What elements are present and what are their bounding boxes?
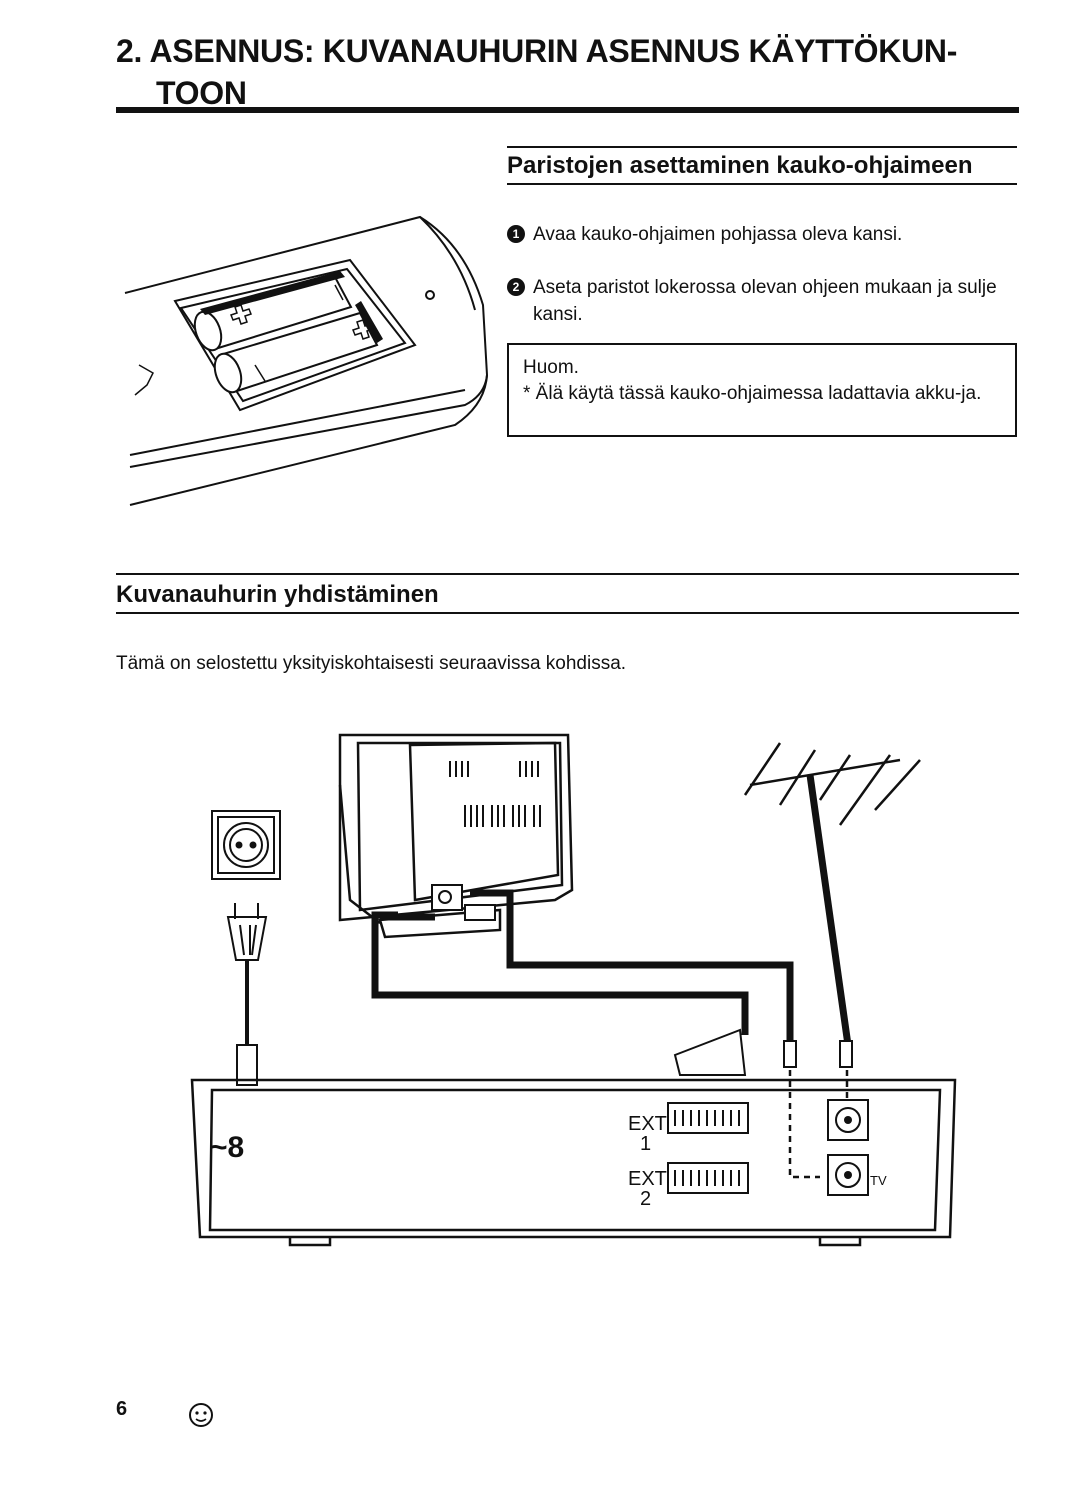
step-2: 2 Aseta paristot lokerossa olevan ohjeen… bbox=[507, 274, 1023, 328]
tv-output-label: TV bbox=[870, 1173, 887, 1188]
title-rule bbox=[116, 107, 1019, 113]
ext2-label: EXT bbox=[628, 1168, 667, 1190]
section-rule-top bbox=[116, 573, 1019, 575]
smiley-face-icon bbox=[189, 1403, 213, 1427]
vcr-tv-antenna-connection-diagram: EXT 1 EXT 2 TV ~8 bbox=[190, 733, 957, 1247]
step-1-text: Avaa kauko-ohjaimen pohjassa oleva kansi… bbox=[533, 224, 903, 245]
remote-battery-compartment-illustration bbox=[124, 215, 489, 506]
ext2-number: 2 bbox=[640, 1188, 651, 1210]
step-number-badge: 2 bbox=[507, 278, 525, 296]
step-number-badge: 1 bbox=[507, 225, 525, 243]
page-number: 6 bbox=[116, 1398, 128, 1420]
mains-input-label: ~8 bbox=[210, 1131, 244, 1164]
section-rule-bottom bbox=[507, 183, 1017, 185]
step-2-text: Aseta paristot lokerossa olevan ohjeen m… bbox=[533, 277, 997, 325]
connection-section-heading: Kuvanauhurin yhdistäminen bbox=[116, 581, 439, 608]
page-title-line1: 2. ASENNUS: KUVANAUHURIN ASENNUS KÄYTTÖK… bbox=[116, 33, 958, 69]
page-title-line2: TOON bbox=[156, 75, 247, 111]
note-text: * Älä käytä tässä kauko-ohjaimessa ladat… bbox=[523, 383, 982, 404]
note-title: Huom. bbox=[523, 357, 579, 378]
section-rule-top bbox=[507, 146, 1017, 148]
note-box: Huom. * Älä käytä tässä kauko-ohjaimessa… bbox=[507, 343, 1017, 437]
step-1: 1 Avaa kauko-ohjaimen pohjassa oleva kan… bbox=[507, 221, 1023, 248]
section-rule-bottom bbox=[116, 612, 1019, 614]
ext1-label: EXT bbox=[628, 1113, 667, 1135]
page-title: 2. ASENNUS: KUVANAUHURIN ASENNUS KÄYTTÖK… bbox=[116, 30, 957, 114]
connection-intro: Tämä on selostettu yksityiskohtaisesti s… bbox=[116, 653, 627, 674]
ext1-number: 1 bbox=[640, 1133, 651, 1155]
battery-section-heading: Paristojen asettaminen kauko-ohjaimeen bbox=[507, 152, 973, 179]
